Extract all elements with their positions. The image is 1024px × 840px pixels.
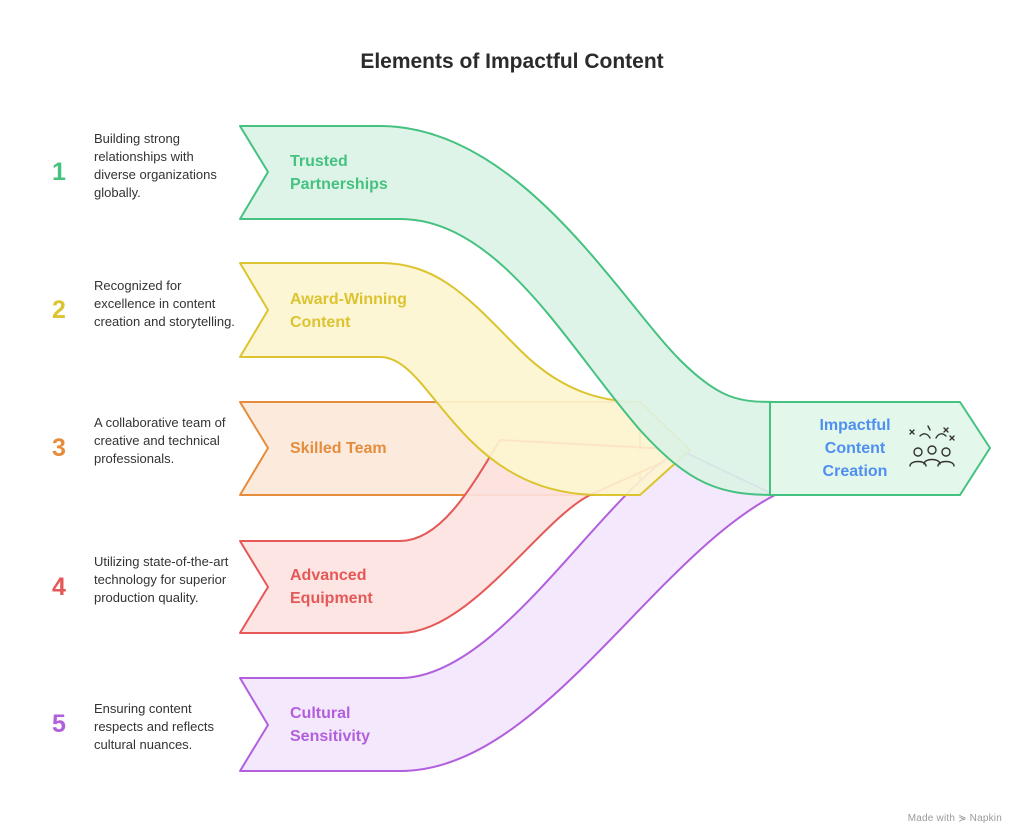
branch-label-5: Cultural Sensitivity [290,705,371,745]
step-number-4: 4 [52,573,66,601]
target-arrow [769,401,991,496]
step-number-2: 2 [52,296,66,324]
branch-label-1: Trusted Partnerships [290,153,388,193]
step-description-1: Building strong relationships with diver… [94,131,217,200]
step-description-5: Ensuring content respects and reflects c… [94,701,214,752]
napkin-watermark: Made with ⋟ Napkin [907,813,1002,824]
branch-award-winning-content [239,262,691,496]
step-number-3: 3 [52,434,66,462]
celebrating-people-icon [906,422,958,479]
branch-label-3: Skilled Team [290,440,387,457]
step-description-4: Utilizing state-of-the-art technology fo… [94,554,229,605]
step-number-5: 5 [52,710,66,738]
page-title: Elements of Impactful Content [360,50,664,73]
branch-label-2: Award-Winning Content [290,291,407,331]
branch-label-4: Advanced Equipment [290,567,373,607]
branch-cultural-sensitivity [239,449,776,772]
target-label: Impactful Content Creation [819,417,891,480]
step-description-3: A collaborative team of creative and tec… [94,415,226,466]
step-description-2: Recognized for excellence in content cre… [94,278,235,329]
step-number-1: 1 [52,158,66,186]
